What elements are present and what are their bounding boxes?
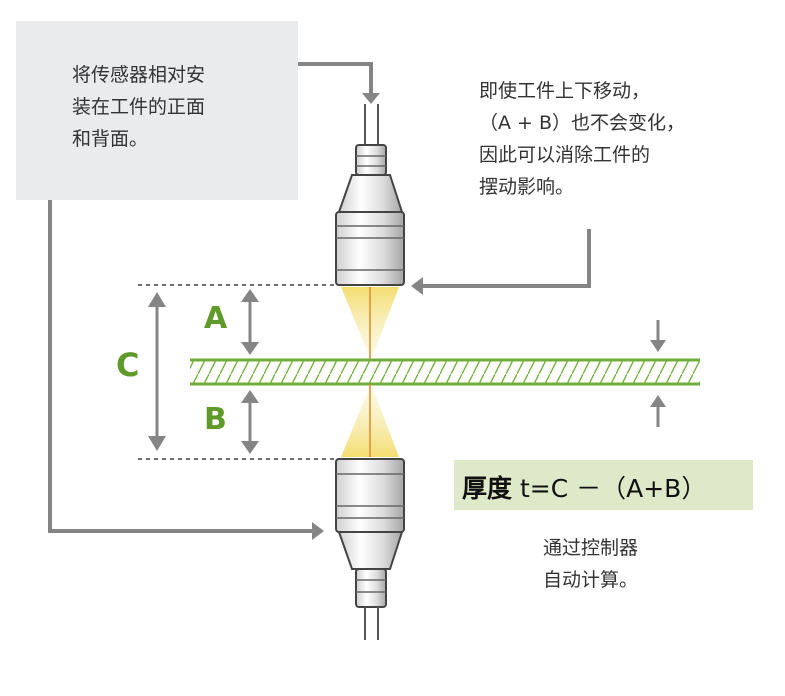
note-line: 将传感器相对安 xyxy=(72,64,206,86)
label-b: B xyxy=(204,402,227,437)
label-a: A xyxy=(204,301,228,336)
formula-text: 厚度 t=C －（A+B） xyxy=(462,469,706,505)
connector-right-note-arrow xyxy=(422,229,591,288)
arrow-head-icon xyxy=(362,93,380,104)
connector-top-right-arrow xyxy=(298,62,373,94)
note-line: 装在工件的正面 xyxy=(72,96,206,118)
note-top-left: 将传感器相对安 装在工件的正面 和背面。 xyxy=(72,59,205,155)
arrow-down-icon xyxy=(650,320,666,352)
arrow-up-icon xyxy=(650,395,666,427)
connector-left-arrow xyxy=(48,200,313,533)
note-line: 因此可以消除工件的 xyxy=(479,144,651,166)
dimension-arrow-b xyxy=(241,390,259,454)
note-line: 通过控制器 xyxy=(543,537,639,559)
sensor-bottom-icon xyxy=(335,458,405,640)
arrow-head-icon xyxy=(411,277,423,295)
note-bottom: 通过控制器 自动计算。 xyxy=(543,532,638,596)
note-line: （A + B）也不会变化， xyxy=(479,112,686,134)
note-line: 摆动影响。 xyxy=(479,176,575,198)
arrow-head-icon xyxy=(312,522,324,540)
formula-prefix: 厚度 xyxy=(462,474,513,503)
note-right: 即使工件上下移动， （A + B）也不会变化， 因此可以消除工件的 摆动影响。 xyxy=(479,75,685,203)
workpiece xyxy=(190,360,700,384)
label-c: C xyxy=(116,346,140,384)
dimension-arrow-a xyxy=(241,289,259,355)
formula-box: 厚度 t=C －（A+B） xyxy=(454,460,753,510)
dimension-arrow-c xyxy=(148,292,166,451)
sensor-top-icon xyxy=(335,104,405,286)
note-line: 和背面。 xyxy=(72,128,149,150)
note-line: 即使工件上下移动， xyxy=(479,80,651,102)
note-box-top-left xyxy=(16,21,298,200)
formula-expression: t=C －（A+B） xyxy=(519,474,707,503)
note-line: 自动计算。 xyxy=(543,569,639,591)
